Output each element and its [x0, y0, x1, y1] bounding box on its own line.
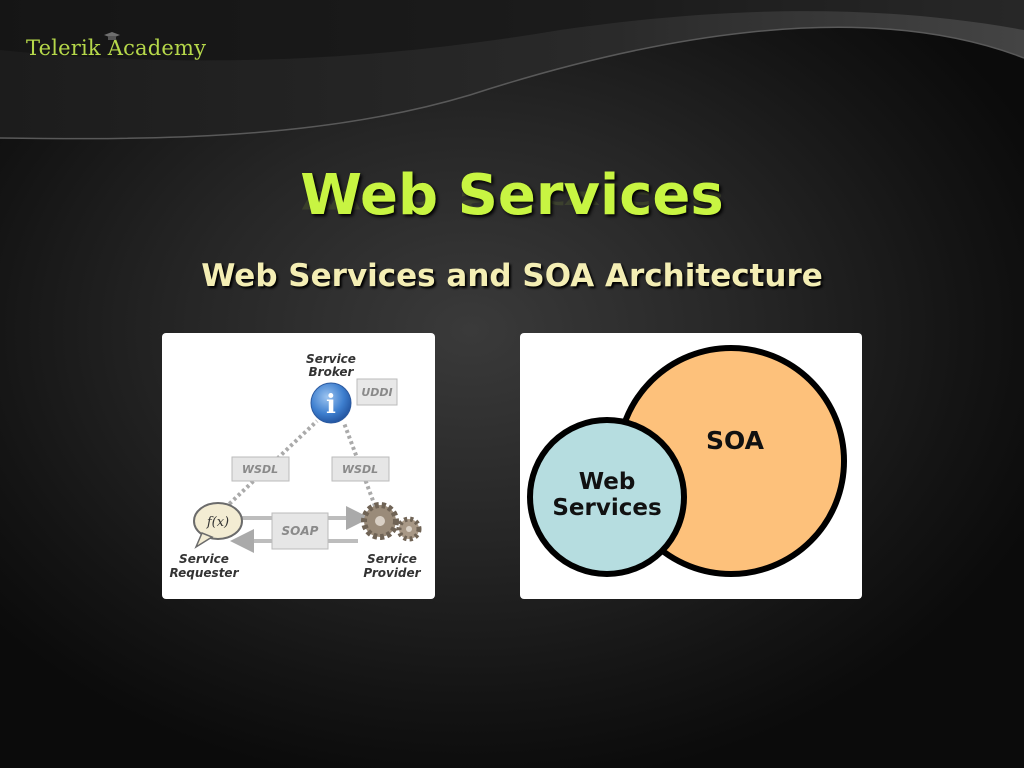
requester-label-line1: Service — [179, 552, 229, 566]
gears-icon — [361, 502, 422, 542]
svg-text:WSDL: WSDL — [342, 463, 378, 476]
broker-label-line1: Service — [306, 352, 356, 366]
header-swoosh — [0, 0, 1024, 140]
web-services-label-line1: Web — [579, 469, 636, 495]
web-services-circle — [527, 417, 687, 577]
provider-label-line2: Provider — [363, 566, 421, 580]
uddi-tag: UDDI — [356, 378, 398, 406]
provider-label-line1: Service — [367, 552, 417, 566]
service-triangle-diagram: Service Broker i UDDI WSDL WSDL — [162, 333, 435, 599]
wsdl-tag-left: WSDL — [231, 456, 290, 482]
svg-text:f(x): f(x) — [206, 515, 229, 530]
svg-text:SOAP: SOAP — [282, 524, 319, 538]
graduation-cap-icon — [104, 32, 120, 40]
soap-tag: SOAP — [271, 512, 329, 550]
wsdl-tag-right: WSDL — [331, 456, 390, 482]
svg-text:i: i — [326, 390, 336, 420]
broker-label-line2: Broker — [309, 365, 355, 379]
slide-subtitle: Web Services and SOA Architecture — [201, 258, 823, 294]
info-icon: i — [310, 382, 352, 424]
soa-label: SOA — [706, 426, 765, 455]
slide-title: Web Services — [300, 163, 724, 228]
svg-text:WSDL: WSDL — [242, 463, 278, 476]
svg-text:UDDI: UDDI — [361, 386, 392, 399]
function-bubble-icon: f(x) — [193, 502, 243, 549]
soa-venn-diagram: SOA Web Services — [520, 333, 862, 599]
web-services-label-line2: Services — [552, 495, 661, 521]
requester-label-line2: Requester — [170, 566, 240, 580]
logo-text: Telerik Academy — [26, 36, 207, 60]
